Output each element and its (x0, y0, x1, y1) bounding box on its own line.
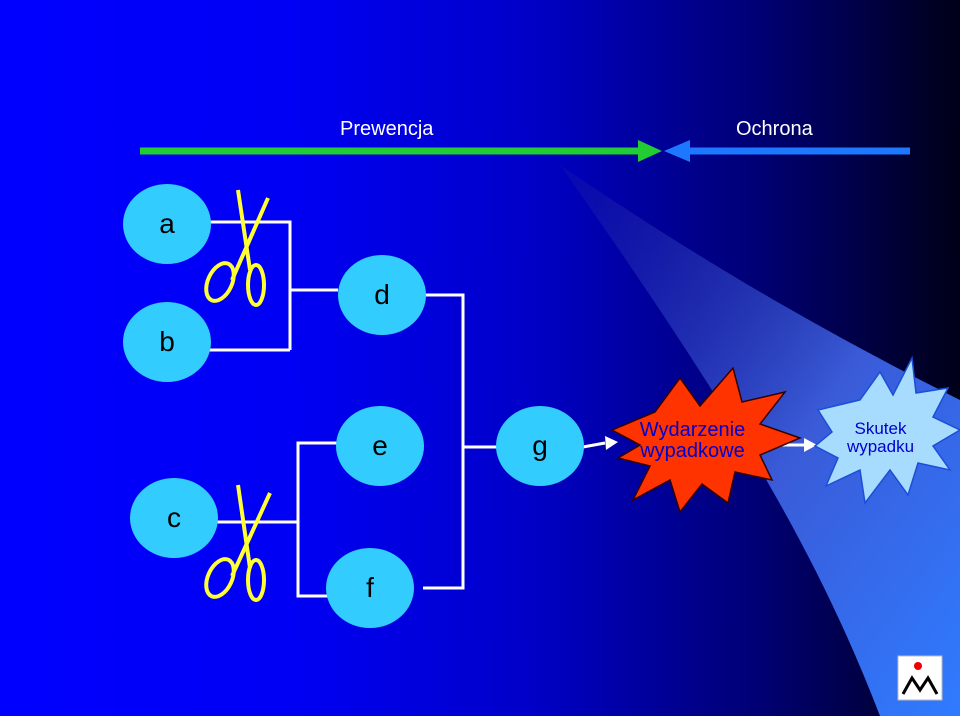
scissors-icon (204, 484, 272, 602)
effect-label-line2: wypadku (846, 436, 915, 456)
node-b: b (123, 302, 211, 382)
prevention-arrow-head (638, 140, 662, 162)
event-label-line2: wypadkowe (640, 440, 745, 462)
arrow-g-event (582, 441, 606, 449)
node-g: g (496, 406, 584, 486)
node-d: d (338, 255, 426, 335)
effect-burst (813, 355, 960, 505)
connector-d (423, 293, 465, 590)
effect-label: Skutek wypadku (828, 420, 933, 456)
logo-icon (897, 655, 943, 701)
arrow-event-effect-head (804, 438, 817, 452)
scissors-icon (204, 189, 270, 307)
node-a: a (123, 184, 211, 264)
protection-label: Ochrona (736, 118, 813, 140)
effect-label-line1: Skutek (854, 419, 907, 438)
event-burst (610, 366, 803, 514)
protection-arrow-head (664, 140, 690, 162)
node-c: c (130, 478, 218, 558)
arrow-g-event-head (605, 436, 618, 450)
node-f: f (326, 548, 414, 628)
node-e: e (336, 406, 424, 486)
event-label: Wydarzenie wypadkowe (620, 420, 765, 462)
connector-lines (205, 220, 503, 598)
connector-a (205, 220, 292, 350)
connector-e-c-f (296, 441, 338, 598)
prevention-label: Prewencja (340, 118, 434, 140)
event-label-line1: Wydarzenie (639, 419, 746, 441)
